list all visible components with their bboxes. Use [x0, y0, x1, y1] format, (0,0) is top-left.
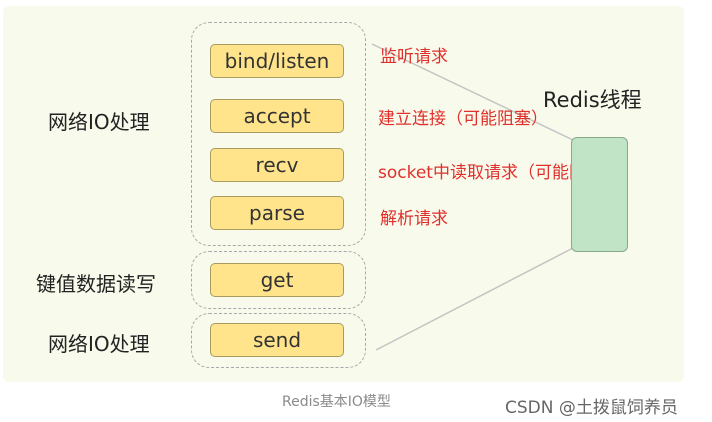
- step-parse: parse: [210, 196, 344, 230]
- redis-thread-title: Redis线程: [543, 88, 642, 112]
- step-get: get: [210, 263, 344, 297]
- group-label-network-io-1: 网络IO处理: [48, 110, 150, 134]
- annotation-read-socket: socket中读取请求（可能阻: [378, 163, 586, 183]
- network-io-group-1: [191, 22, 366, 246]
- step-send: send: [210, 323, 344, 357]
- figure-caption: Redis基本IO模型: [282, 394, 391, 410]
- step-accept: accept: [210, 99, 344, 133]
- annotation-accept-connection: 建立连接（可能阻塞）: [378, 109, 548, 129]
- redis-thread-box: [571, 137, 628, 252]
- csdn-watermark: CSDN @土拨鼠饲养员: [505, 398, 678, 418]
- annotation-listen-request: 监听请求: [380, 47, 448, 67]
- kv-read-write-group: [191, 251, 366, 309]
- annotation-parse-request: 解析请求: [380, 209, 448, 229]
- step-bind-listen: bind/listen: [210, 44, 344, 78]
- group-label-kv-read-write: 键值数据读写: [36, 272, 156, 296]
- step-recv: recv: [210, 148, 344, 182]
- network-io-group-2: [191, 313, 366, 368]
- group-label-network-io-2: 网络IO处理: [48, 332, 150, 356]
